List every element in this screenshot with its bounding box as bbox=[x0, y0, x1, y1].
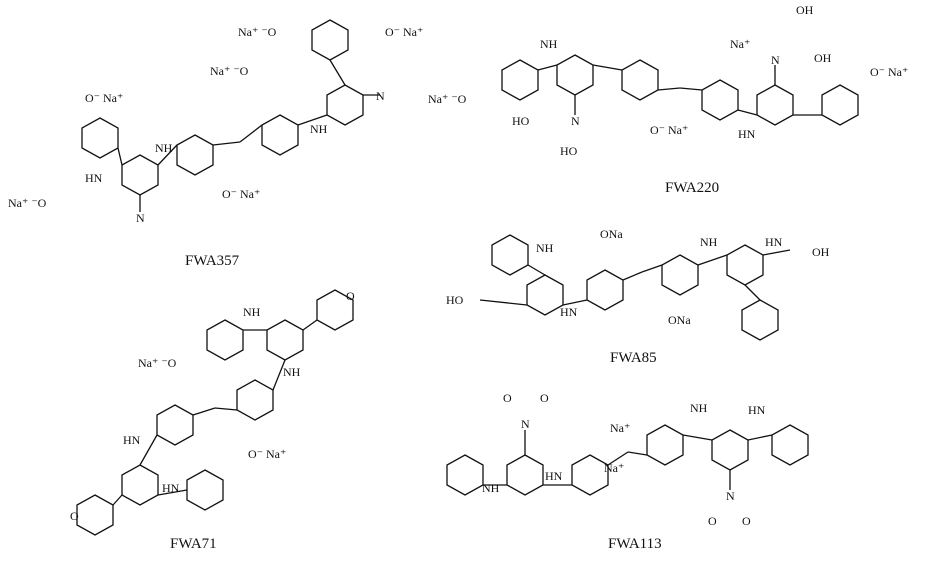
fwa357-label-na-top: Na⁺ ⁻O bbox=[238, 25, 277, 39]
fwa113-caption: FWA113 bbox=[608, 536, 662, 552]
fwa357-benzene-left bbox=[81, 117, 119, 159]
fwa71-label-na-top: Na⁺ ⁻O bbox=[138, 356, 177, 370]
fwa85-label-ona-bottom: ONa bbox=[668, 313, 691, 327]
fwa113-label-nh-1: NH bbox=[482, 481, 500, 495]
fwa71-label-na-bottom: O⁻ Na⁺ bbox=[248, 447, 286, 461]
fwa85-label-ona-top: ONa bbox=[600, 227, 623, 241]
fwa85-caption: FWA85 bbox=[610, 350, 657, 366]
fwa71-triazine-bottom bbox=[121, 464, 159, 506]
fwa85-label-oh: OH bbox=[812, 245, 830, 259]
fwa71-caption: FWA71 bbox=[170, 536, 217, 552]
fwa357-label-n-amine-right: N bbox=[376, 89, 385, 103]
fwa220-label-na-bottom: O⁻ Na⁺ bbox=[650, 123, 688, 137]
fwa113-label-o-4: O bbox=[742, 514, 751, 528]
fwa357-label-nh-right: NH bbox=[310, 122, 328, 136]
fwa220-label-na-top: Na⁺ bbox=[730, 37, 750, 51]
fwa357-triazine-right bbox=[326, 84, 364, 126]
fwa71-label-o-bottom: O bbox=[70, 509, 79, 523]
fwa220-triazine-left bbox=[556, 54, 594, 96]
fwa71-stilbene-ring-2 bbox=[156, 404, 194, 446]
fwa85-label-hn-2: HN bbox=[765, 235, 783, 249]
fwa220-stilbene-ring-1 bbox=[621, 59, 659, 101]
fwa220-label-nh-left: NH bbox=[540, 37, 558, 51]
compound-fwa113: Na⁺ Na⁺ NH HN NH HN N N O O O O FWA113 bbox=[446, 391, 809, 552]
fwa357-label-na-bottom: O⁻ Na⁺ bbox=[222, 187, 260, 201]
fwa71-morpholine-bottom bbox=[76, 494, 114, 536]
fwa71-label-hn-2: HN bbox=[162, 481, 180, 495]
fwa220-label-na-right: O⁻ Na⁺ bbox=[870, 65, 908, 79]
fwa113-label-na-bottom: Na⁺ bbox=[604, 461, 624, 475]
fwa71-label-nh-1: NH bbox=[243, 305, 261, 319]
fwa113-label-nh-2: NH bbox=[690, 401, 708, 415]
fwa85-phenyl-right bbox=[741, 299, 779, 341]
fwa113-label-hn-1: HN bbox=[545, 469, 563, 483]
fwa85-label-nh-2: NH bbox=[700, 235, 718, 249]
fwa357-benzene-top bbox=[311, 19, 349, 61]
fwa113-label-na-top: Na⁺ bbox=[610, 421, 630, 435]
fwa85-label-nh-1: NH bbox=[536, 241, 554, 255]
fwa71-stilbene-ring-1 bbox=[236, 379, 274, 421]
fwa220-label-ho-2: HO bbox=[560, 144, 578, 158]
fwa85-label-ho: HO bbox=[446, 293, 464, 307]
fwa71-phenyl-bottom bbox=[186, 469, 224, 511]
fwa113-stilbene-ring-1 bbox=[571, 454, 609, 496]
fwa71-morpholine-top bbox=[316, 289, 354, 331]
fwa113-label-n-bottom: N bbox=[726, 489, 735, 503]
fwa220-caption: FWA220 bbox=[665, 180, 719, 196]
fwa357-label-na-top-right: O⁻ Na⁺ bbox=[385, 25, 423, 39]
fwa85-label-hn-1: HN bbox=[560, 305, 578, 319]
fwa220-label-hn-right: HN bbox=[738, 127, 756, 141]
fwa113-phenyl-right bbox=[771, 424, 809, 466]
fwa357-label-na-mid: Na⁺ ⁻O bbox=[210, 64, 249, 78]
fwa220-label-oh-1: OH bbox=[796, 3, 814, 17]
fwa357-label-so3-top: O⁻ Na⁺ bbox=[85, 91, 123, 105]
fwa357-triazine-left bbox=[121, 154, 159, 196]
fwa71-triazine-top bbox=[266, 319, 304, 361]
fwa220-benzene-left bbox=[501, 59, 539, 101]
compound-fwa71: Na⁺ ⁻O O⁻ Na⁺ HN NH NH HN O O FWA71 bbox=[70, 289, 355, 552]
fwa85-stilbene-ring-2 bbox=[661, 254, 699, 296]
compound-fwa357: O⁻ Na⁺ Na⁺ ⁻O Na⁺ ⁻O Na⁺ ⁻O O⁻ Na⁺ O⁻ Na… bbox=[8, 19, 423, 269]
fwa71-label-o-top: O bbox=[346, 289, 355, 303]
fwa113-triazine-left bbox=[506, 454, 544, 496]
fwa113-label-o-1: O bbox=[503, 391, 512, 405]
fwa220-triazine-right bbox=[756, 84, 794, 126]
fwa357-label-hn-left: HN bbox=[85, 171, 103, 185]
fwa357-stilbene-ring-1 bbox=[176, 134, 214, 176]
fwa85-phenyl-left bbox=[491, 234, 529, 276]
fwa113-triazine-right bbox=[711, 429, 749, 471]
fwa85-triazine-left bbox=[526, 274, 564, 316]
fwa220-benzene-right bbox=[821, 84, 859, 126]
fwa113-label-o-2: O bbox=[540, 391, 549, 405]
compound-fwa220: Na⁺ ⁻O O⁻ Na⁺ O⁻ Na⁺ Na⁺ OH OH HO HO NH … bbox=[428, 3, 908, 196]
fwa357-label-nh-left: NH bbox=[155, 141, 173, 155]
fwa220-stilbene-ring-2 bbox=[701, 79, 739, 121]
fwa71-label-hn-1: HN bbox=[123, 433, 141, 447]
fwa85-stilbene-ring-1 bbox=[586, 269, 624, 311]
fwa220-label-na-left: Na⁺ ⁻O bbox=[428, 92, 467, 106]
fwa113-label-hn-2: HN bbox=[748, 403, 766, 417]
fwa220-label-oh-2: OH bbox=[814, 51, 832, 65]
fwa357-stilbene-ring-2 bbox=[261, 114, 299, 156]
fwa357-label-n-amine-left: N bbox=[136, 211, 145, 225]
fwa71-phenyl-top bbox=[206, 319, 244, 361]
compound-fwa85: ONa ONa HO OH NH HN NH HN FWA85 bbox=[446, 227, 830, 366]
fwa113-stilbene-ring-2 bbox=[646, 424, 684, 466]
fwa357-label-na-left: Na⁺ ⁻O bbox=[8, 196, 47, 210]
fwa220-label-n-amine-left: N bbox=[571, 114, 580, 128]
fwa220-label-ho-1: HO bbox=[512, 114, 530, 128]
fwa85-triazine-right bbox=[726, 244, 764, 286]
fwa71-label-nh-2: NH bbox=[283, 365, 301, 379]
fwa220-label-n-amine-right: N bbox=[771, 53, 780, 67]
fwa357-caption: FWA357 bbox=[185, 253, 240, 269]
fwa113-label-n-top: N bbox=[521, 417, 530, 431]
fwa113-phenyl-left bbox=[446, 454, 484, 496]
fwa113-label-o-3: O bbox=[708, 514, 717, 528]
